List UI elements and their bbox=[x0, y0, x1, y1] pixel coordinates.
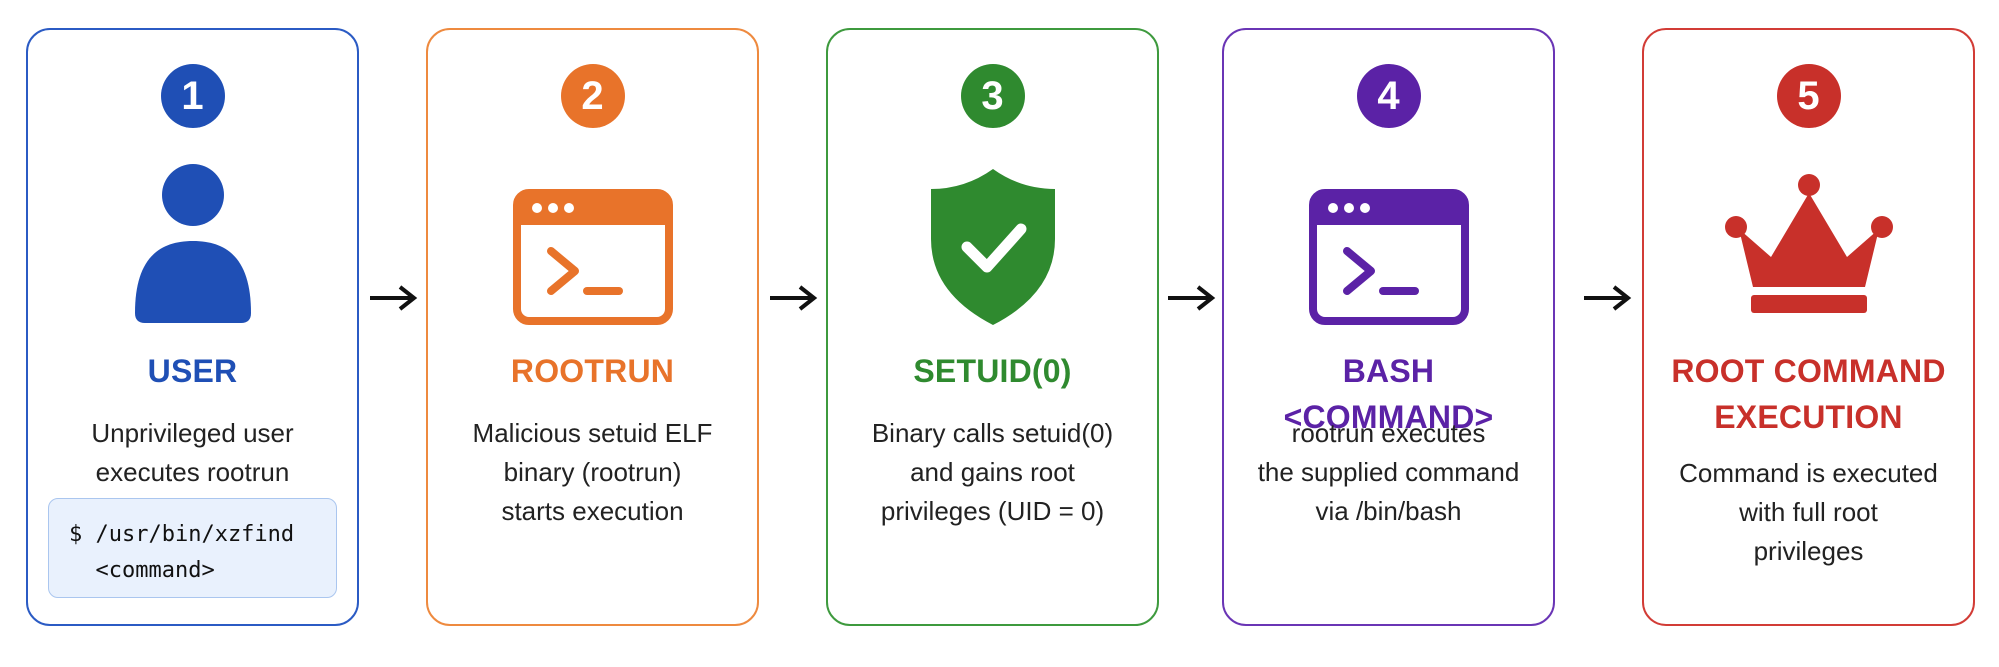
step-title-line: SETUID(0) bbox=[913, 353, 1072, 389]
step-title: BASH <COMMAND> bbox=[1234, 348, 1543, 440]
right-arrow-icon bbox=[1166, 278, 1218, 318]
code-line: $ /usr/bin/xzfind bbox=[69, 522, 295, 547]
step-card-user: 1 USER Unprivileged user executes rootru… bbox=[26, 28, 359, 626]
step-number-badge: 3 bbox=[960, 64, 1025, 128]
step-description-line: rootrun executes bbox=[1291, 418, 1486, 448]
step-card-setuid: 3 SETUID(0) Binary calls setuid(0) and g… bbox=[826, 28, 1159, 626]
step-number-badge: 4 bbox=[1356, 64, 1421, 128]
step-card-rootrun: 2 ROOTRUN Malicious setuid ELF binary (r… bbox=[426, 28, 759, 626]
step-description-line: the supplied command bbox=[1257, 457, 1520, 487]
user-icon bbox=[103, 155, 283, 335]
step-description-line: and gains root bbox=[910, 457, 1075, 487]
step-card-root-execution: 5 ROOT COMMAND EXECUTION Command is exec… bbox=[1642, 28, 1975, 626]
right-arrow-icon bbox=[768, 278, 820, 318]
step-description-line: Binary calls setuid(0) bbox=[871, 418, 1114, 448]
step-description-line: via /bin/bash bbox=[1315, 496, 1462, 526]
right-arrow-icon bbox=[368, 278, 420, 318]
right-arrow-icon bbox=[1582, 278, 1634, 318]
step-number-badge: 5 bbox=[1776, 64, 1841, 128]
step-title: USER bbox=[38, 348, 347, 394]
step-title: ROOT COMMAND EXECUTION bbox=[1654, 348, 1963, 440]
step-card-bash: 4 BASH <COMMAND> rootrun executes the su… bbox=[1222, 28, 1555, 626]
step-number-badge: 1 bbox=[160, 64, 225, 128]
step-description-line: with full root bbox=[1739, 497, 1878, 527]
step-title-line: BASH <COMMAND> bbox=[1283, 353, 1494, 435]
step-title: SETUID(0) bbox=[838, 348, 1147, 394]
step-description-line: privileges bbox=[1753, 536, 1864, 566]
shield-check-icon bbox=[903, 155, 1083, 335]
terminal-window-icon bbox=[1299, 155, 1479, 335]
step-description: Command is executed with full root privi… bbox=[1660, 454, 1957, 571]
step-description: Malicious setuid ELF binary (rootrun) st… bbox=[444, 414, 741, 531]
step-description-line: executes rootrun bbox=[95, 457, 290, 487]
step-title-line: ROOTRUN bbox=[510, 353, 675, 389]
terminal-window-icon bbox=[503, 155, 683, 335]
step-title: ROOTRUN bbox=[438, 348, 747, 394]
step-description: rootrun executes the supplied command vi… bbox=[1240, 414, 1537, 531]
step-title-line: USER bbox=[147, 353, 238, 389]
step-description-line: starts execution bbox=[501, 496, 684, 526]
crown-icon bbox=[1719, 155, 1899, 335]
step-title-line: EXECUTION bbox=[1714, 399, 1903, 435]
code-line: <command> bbox=[69, 558, 215, 583]
step-title-line: ROOT COMMAND bbox=[1671, 353, 1946, 389]
step-description-line: privileges (UID = 0) bbox=[880, 496, 1105, 526]
command-code-box: $ /usr/bin/xzfind <command> bbox=[48, 498, 337, 598]
step-description-line: binary (rootrun) bbox=[503, 457, 682, 487]
step-description-line: Unprivileged user bbox=[91, 418, 294, 448]
step-description-line: Command is executed bbox=[1679, 458, 1938, 488]
step-number-badge: 2 bbox=[560, 64, 625, 128]
step-description-line: Malicious setuid ELF bbox=[472, 418, 713, 448]
step-description: Unprivileged user executes rootrun bbox=[44, 414, 341, 492]
step-description: Binary calls setuid(0) and gains root pr… bbox=[844, 414, 1141, 531]
